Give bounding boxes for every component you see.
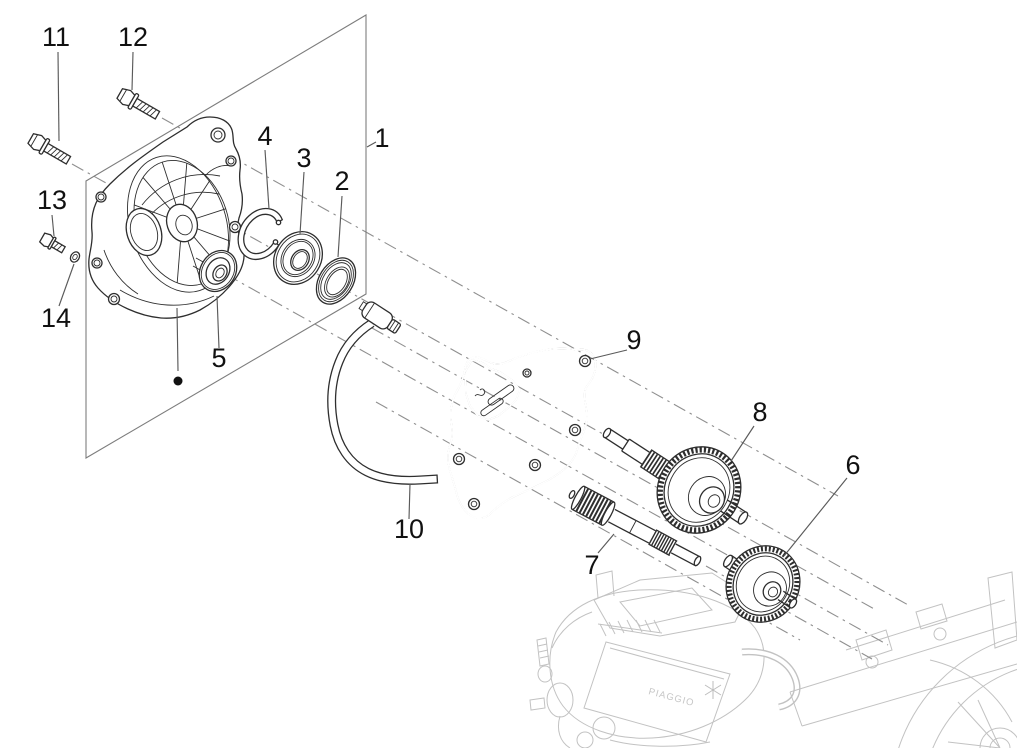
- washer-14: [69, 251, 81, 263]
- output-shaft-8: [602, 427, 749, 534]
- circlip-4: [237, 207, 284, 261]
- breather-hose-10: [327, 301, 439, 485]
- axis-gasket-lower: [375, 401, 801, 641]
- callout-1: 1: [374, 123, 389, 153]
- bearing-5: [198, 249, 238, 293]
- cover-center-bore: [175, 214, 193, 236]
- cover-bolt-holes: [91, 127, 242, 306]
- callout-labels: 1 2 3 4 5 6 7 8 9 10 11 12 13 14: [37, 22, 861, 580]
- logo-plate-edge: [609, 647, 725, 680]
- leader-5: [216, 295, 220, 349]
- leader-9: [589, 349, 628, 360]
- axis-bolt-12: [161, 117, 839, 497]
- gasket-9: [447, 347, 597, 520]
- reference-dot: [173, 376, 183, 386]
- leader-12: [131, 51, 134, 91]
- callout-7: 7: [584, 550, 599, 580]
- leader-4: [264, 149, 270, 210]
- coolant-pipe: [741, 648, 801, 711]
- brand-text: PIAGGIO: [647, 686, 695, 709]
- callout-9: 9: [626, 325, 641, 355]
- flange-bolt-12: [116, 87, 161, 120]
- axis-bolt-11: [71, 163, 141, 203]
- axis-gasket-upper: [371, 327, 877, 611]
- logo-plate: [583, 641, 731, 743]
- flange-bolt-11: [27, 132, 72, 165]
- star-emblem: [704, 681, 722, 699]
- gear-8: [656, 446, 742, 534]
- leader-3: [299, 171, 305, 235]
- rib-strip: [597, 619, 663, 637]
- air-filter-panel: [619, 587, 713, 627]
- hose-elbow-fitting: [358, 301, 402, 334]
- oil-seal-2: [315, 257, 357, 305]
- carburetor-cluster: [529, 611, 711, 748]
- leader-8: [730, 425, 755, 462]
- swingarm: [789, 571, 1017, 727]
- callout-14: 14: [41, 303, 71, 333]
- gasket-outline-inner: [447, 347, 597, 520]
- callout-2: 2: [334, 166, 349, 196]
- engine-assembly-ghost: PIAGGIO: [529, 570, 1017, 748]
- shaft-8-stub: [720, 499, 749, 525]
- gasket-bolt-holes: [452, 354, 592, 511]
- bearing-3: [273, 231, 323, 285]
- engine-case: [549, 589, 765, 739]
- leader-11: [57, 51, 60, 142]
- leader-2: [337, 195, 343, 258]
- assembly-boundary-frame: [85, 14, 367, 459]
- leader-14: [58, 263, 75, 307]
- callout-12: 12: [118, 22, 148, 52]
- gear-6-stub-right: [777, 590, 798, 609]
- axis-bearing5-gear6: [203, 261, 889, 646]
- callout-11: 11: [42, 22, 70, 52]
- leader-7: [597, 533, 615, 554]
- cover-reference-marker: [173, 307, 183, 386]
- callout-6: 6: [845, 450, 860, 480]
- leader-1: [366, 141, 377, 148]
- leader-6: [783, 477, 848, 557]
- callout-5: 5: [211, 343, 226, 373]
- callout-4: 4: [257, 121, 272, 151]
- gear-6: [722, 545, 801, 623]
- callout-3: 3: [296, 143, 311, 173]
- leader-13: [51, 214, 55, 237]
- callout-leaders: [51, 51, 848, 557]
- cover-opening-inner: [129, 213, 159, 251]
- callout-8: 8: [752, 397, 767, 427]
- callout-10: 10: [394, 514, 424, 544]
- callout-13: 13: [37, 185, 67, 215]
- gasket-bracket: [464, 359, 521, 421]
- leader-10: [408, 483, 411, 520]
- pinion-shaft-7: [568, 485, 702, 567]
- rear-wheel: [898, 635, 1017, 748]
- screw-13: [38, 232, 67, 254]
- intake-stub: [595, 570, 615, 599]
